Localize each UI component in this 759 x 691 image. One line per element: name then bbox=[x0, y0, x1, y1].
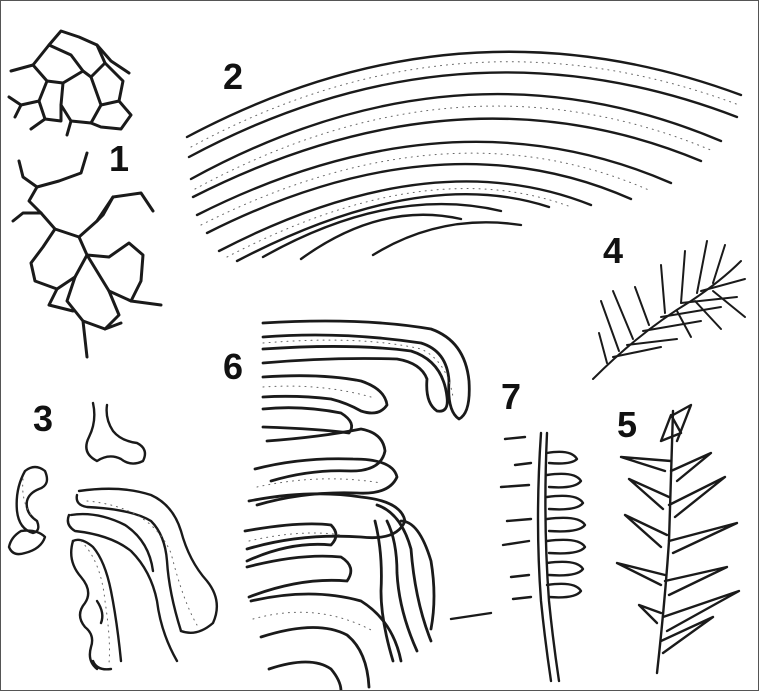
pattern-5-fern bbox=[617, 405, 739, 673]
label-3: 3 bbox=[33, 401, 53, 437]
pattern-2-arcs bbox=[187, 52, 741, 261]
label-1: 1 bbox=[109, 141, 129, 177]
label-6: 6 bbox=[223, 349, 243, 385]
label-4: 4 bbox=[603, 233, 623, 269]
label-7: 7 bbox=[501, 379, 521, 415]
pattern-7-comb bbox=[451, 433, 585, 681]
pattern-3-lobes bbox=[9, 403, 217, 669]
label-2: 2 bbox=[223, 59, 243, 95]
pattern-1-network bbox=[9, 31, 161, 357]
pattern-6-folds bbox=[245, 321, 469, 690]
label-5: 5 bbox=[617, 407, 637, 443]
